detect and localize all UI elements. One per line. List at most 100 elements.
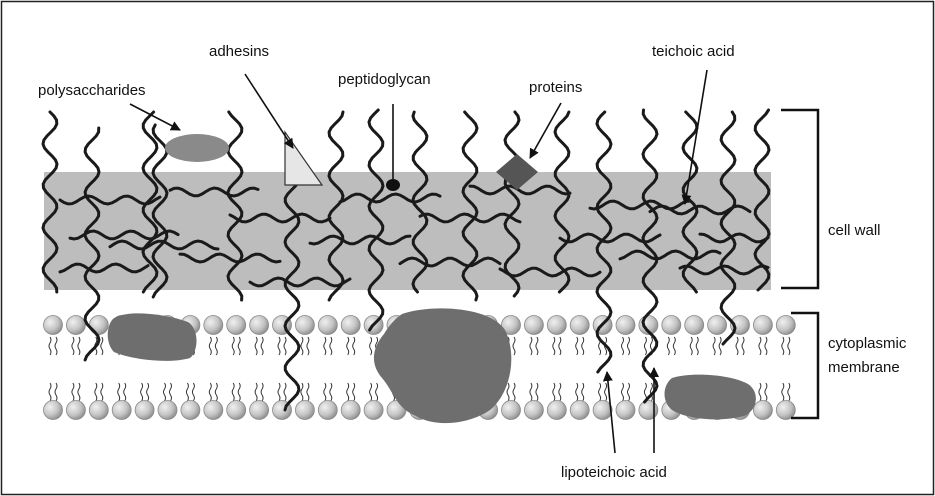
lipid-tail xyxy=(513,337,515,355)
lipid-head xyxy=(708,316,727,335)
lipid-head xyxy=(112,401,131,420)
lipid-head xyxy=(204,316,223,335)
lipid-tail xyxy=(759,383,761,401)
lipid-tail xyxy=(232,337,234,355)
lipid-tail xyxy=(255,337,257,355)
lipid-head xyxy=(776,401,795,420)
lipid-tail xyxy=(192,383,194,401)
lipid-head xyxy=(364,401,383,420)
lipid-tail xyxy=(49,383,51,401)
lipoteichoic-acid-label: lipoteichoic acid xyxy=(561,464,667,481)
lipid-head xyxy=(570,316,589,335)
lipid-head xyxy=(89,316,108,335)
lipid-tail xyxy=(353,337,355,355)
lipid-head xyxy=(776,316,795,335)
lipid-tail xyxy=(788,337,790,355)
lipid-tail xyxy=(49,337,51,355)
lipid-head xyxy=(250,316,269,335)
membrane-bracket xyxy=(791,313,818,418)
lipid-tail xyxy=(141,383,143,401)
cell-wall-band xyxy=(44,172,771,290)
lipid-head xyxy=(524,316,543,335)
peptidoglycan-label: peptidoglycan xyxy=(338,71,431,88)
lipid-tail xyxy=(576,383,578,401)
lipid-head xyxy=(295,316,314,335)
lipid-head xyxy=(135,401,154,420)
lipid-head xyxy=(250,401,269,420)
lipid-head xyxy=(524,401,543,420)
lipid-head xyxy=(341,401,360,420)
lipid-tail xyxy=(628,383,630,401)
lipid-tail xyxy=(370,337,372,355)
lipid-tail xyxy=(72,383,74,401)
lipid-tail xyxy=(788,383,790,401)
lipid-tail xyxy=(72,337,74,355)
polysaccharides-label: polysaccharides xyxy=(38,82,146,99)
lipid-tail xyxy=(690,337,692,355)
lipid-head xyxy=(295,401,314,420)
lipid-tail xyxy=(530,383,532,401)
lipid-tail xyxy=(353,383,355,401)
lipid-tail xyxy=(324,383,326,401)
lipid-head xyxy=(227,401,246,420)
lipid-head xyxy=(318,316,337,335)
lipid-tail xyxy=(101,337,103,355)
lipid-tail xyxy=(559,337,561,355)
cytoplasmic-membrane-label-line1: cytoplasmic xyxy=(828,335,907,352)
lipid-tail xyxy=(164,383,166,401)
lipid-tail xyxy=(278,383,280,401)
lipid-head xyxy=(204,401,223,420)
polysaccharide-shape xyxy=(165,134,229,162)
lipid-head xyxy=(753,316,772,335)
lipid-tail xyxy=(255,383,257,401)
lipid-tail xyxy=(667,337,669,355)
lipid-tail xyxy=(370,383,372,401)
lipid-tail xyxy=(513,383,515,401)
lipid-tail xyxy=(347,383,349,401)
lipid-tail xyxy=(713,337,715,355)
lipid-head xyxy=(685,316,704,335)
lipid-tail xyxy=(238,383,240,401)
lipid-head xyxy=(66,401,85,420)
lipid-tail xyxy=(324,337,326,355)
lipid-tail xyxy=(330,383,332,401)
peptidoglycan-dot xyxy=(386,179,400,191)
lipid-tail xyxy=(673,337,675,355)
membrane-protein-left xyxy=(108,313,197,360)
lipid-tail xyxy=(622,337,624,355)
lipid-tail xyxy=(215,383,217,401)
lipid-tail xyxy=(622,383,624,401)
lipid-tail xyxy=(307,337,309,355)
lipid-tail xyxy=(782,383,784,401)
lipid-head xyxy=(44,316,63,335)
lipid-tail xyxy=(301,383,303,401)
lipid-tail xyxy=(719,337,721,355)
lipid-tail xyxy=(553,383,555,401)
lipid-tail xyxy=(536,337,538,355)
teichoic-acid-label: teichoic acid xyxy=(652,43,735,60)
lipid-tail xyxy=(284,337,286,355)
lipid-tail xyxy=(124,383,126,401)
lipid-tail xyxy=(330,337,332,355)
lipid-tail xyxy=(209,337,211,355)
lipid-tail xyxy=(261,337,263,355)
lipid-head xyxy=(227,316,246,335)
lipid-head xyxy=(662,316,681,335)
lipid-tail xyxy=(376,383,378,401)
lipid-tail xyxy=(232,383,234,401)
lipid-tail xyxy=(582,383,584,401)
lipid-tail xyxy=(559,383,561,401)
lipid-tail xyxy=(765,383,767,401)
lipid-head xyxy=(753,401,772,420)
lipid-head xyxy=(89,401,108,420)
adhesins-label: adhesins xyxy=(209,43,269,60)
lipid-head xyxy=(547,401,566,420)
proteins-label: proteins xyxy=(529,79,582,96)
lipid-head xyxy=(616,316,635,335)
lipid-tail xyxy=(782,337,784,355)
lipid-tail xyxy=(765,337,767,355)
adhesin-shape xyxy=(285,132,322,185)
lipid-tail xyxy=(644,337,646,355)
